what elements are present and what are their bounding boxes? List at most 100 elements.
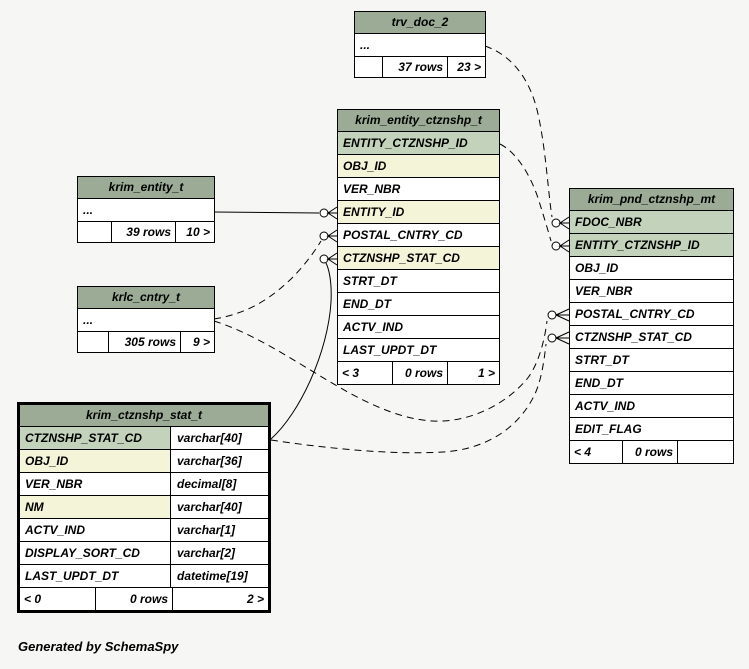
fk-line-cntry-to-pnd <box>213 320 548 422</box>
column-row: POSTAL_CNTRY_CD <box>338 224 499 247</box>
column-name: ... <box>83 203 94 217</box>
column-name: OBJ_ID <box>25 454 69 468</box>
column-row: CTZNSHP_STAT_CD <box>338 247 499 270</box>
schemaspy-watermark: Generated by SchemaSpy <box>18 639 179 654</box>
table-title[interactable]: krim_pnd_ctznshp_mt <box>570 189 733 211</box>
column-row: EDIT_FLAG <box>570 418 733 441</box>
column-row: ENTITY_CTZNSHP_ID <box>338 132 499 155</box>
column-name: VER_NBR <box>575 284 633 298</box>
column-name: END_DT <box>575 376 624 390</box>
table-title[interactable]: krim_ctznshp_stat_t <box>20 405 268 427</box>
table-footer: 305 rows 9 > <box>78 332 214 352</box>
column-name: END_DT <box>343 297 392 311</box>
column-name: LAST_UPDT_DT <box>343 343 437 357</box>
paging-right: 23 > <box>457 60 481 74</box>
collapsed-columns-row: ... <box>78 309 214 332</box>
column-row: FDOC_NBR <box>570 211 733 234</box>
paging-right <box>678 441 733 463</box>
column-name: EDIT_FLAG <box>575 422 642 436</box>
paging-left <box>78 222 112 242</box>
column-name: LAST_UPDT_DT <box>25 569 119 583</box>
table-title[interactable]: trv_doc_2 <box>355 12 485 34</box>
column-row: LAST_UPDT_DT <box>338 339 499 362</box>
paging-left <box>355 57 383 77</box>
crowfoot-entity-id <box>319 206 338 220</box>
paging-right: 9 > <box>192 335 210 349</box>
column-name: ... <box>83 313 94 327</box>
column-name: POSTAL_CNTRY_CD <box>343 228 463 242</box>
table-title[interactable]: krlc_cntry_t <box>78 287 214 309</box>
column-row: LAST_UPDT_DT datetime[19] <box>20 565 268 588</box>
column-name: VER_NBR <box>343 182 401 196</box>
fk-line-ctznshp-to-pnd <box>499 143 552 242</box>
crowfoot-fdoc <box>551 216 570 230</box>
column-type: varchar[1] <box>170 519 268 541</box>
column-name: VER_NBR <box>25 477 83 491</box>
paging-left: < 0 <box>20 588 96 610</box>
table-krim-entity-t[interactable]: krim_entity_t... 39 rows 10 > <box>77 176 215 243</box>
column-row: VER_NBR <box>338 178 499 201</box>
column-row: CTZNSHP_STAT_CD <box>570 326 733 349</box>
fk-line-cntry-to-ctznshp <box>213 240 322 320</box>
column-row: OBJ_ID <box>570 257 733 280</box>
column-row: POSTAL_CNTRY_CD <box>570 303 733 326</box>
column-name: FDOC_NBR <box>575 215 642 229</box>
column-row: END_DT <box>570 372 733 395</box>
row-count: 305 rows <box>109 332 181 352</box>
paging-left: < 4 <box>570 441 623 463</box>
fk-line-trvdoc-to-pnd <box>484 45 553 218</box>
column-row: END_DT <box>338 293 499 316</box>
column-type: varchar[40] <box>170 496 268 518</box>
table-krlc-cntry-t[interactable]: krlc_cntry_t... 305 rows 9 > <box>77 286 215 353</box>
table-title[interactable]: krim_entity_ctznshp_t <box>338 110 499 132</box>
crowfoot-entity-ctznshp <box>551 239 570 253</box>
column-row: ACTV_IND varchar[1] <box>20 519 268 542</box>
column-row: ENTITY_CTZNSHP_ID <box>570 234 733 257</box>
column-name: POSTAL_CNTRY_CD <box>575 307 695 321</box>
column-row: STRT_DT <box>570 349 733 372</box>
row-count: 0 rows <box>96 588 173 610</box>
table-footer: 39 rows 10 > <box>78 222 214 242</box>
column-name: CTZNSHP_STAT_CD <box>343 251 460 265</box>
column-row: OBJ_ID <box>338 155 499 178</box>
column-type: datetime[19] <box>170 565 268 587</box>
column-name: ACTV_IND <box>575 399 636 413</box>
column-name: NM <box>25 500 44 514</box>
column-type: varchar[2] <box>170 542 268 564</box>
crowfoot-postal-center <box>319 229 338 243</box>
column-row: NM varchar[40] <box>20 496 268 519</box>
column-type: varchar[40] <box>170 427 268 449</box>
row-count: 0 rows <box>393 362 448 384</box>
column-row: ENTITY_ID <box>338 201 499 224</box>
column-name: STRT_DT <box>575 353 629 367</box>
collapsed-columns-row: ... <box>78 199 214 222</box>
crowfoot-anchors <box>319 206 570 345</box>
row-count: 39 rows <box>112 222 176 242</box>
table-title[interactable]: krim_entity_t <box>78 177 214 199</box>
crowfoot-stat-center <box>319 252 338 266</box>
fk-line-stat-to-ctznshp <box>270 262 332 440</box>
crowfoot-postal-right <box>547 308 570 322</box>
column-row: ACTV_IND <box>338 316 499 339</box>
column-name: CTZNSHP_STAT_CD <box>25 431 142 445</box>
column-row: STRT_DT <box>338 270 499 293</box>
column-name: ENTITY_CTZNSHP_ID <box>575 238 700 252</box>
column-name: ACTV_IND <box>25 523 86 537</box>
column-row: ACTV_IND <box>570 395 733 418</box>
column-row: CTZNSHP_STAT_CD varchar[40] <box>20 427 268 450</box>
column-name: ACTV_IND <box>343 320 404 334</box>
column-row: VER_NBR <box>570 280 733 303</box>
paging-right: 10 > <box>186 225 210 239</box>
column-name: ENTITY_CTZNSHP_ID <box>343 136 468 150</box>
